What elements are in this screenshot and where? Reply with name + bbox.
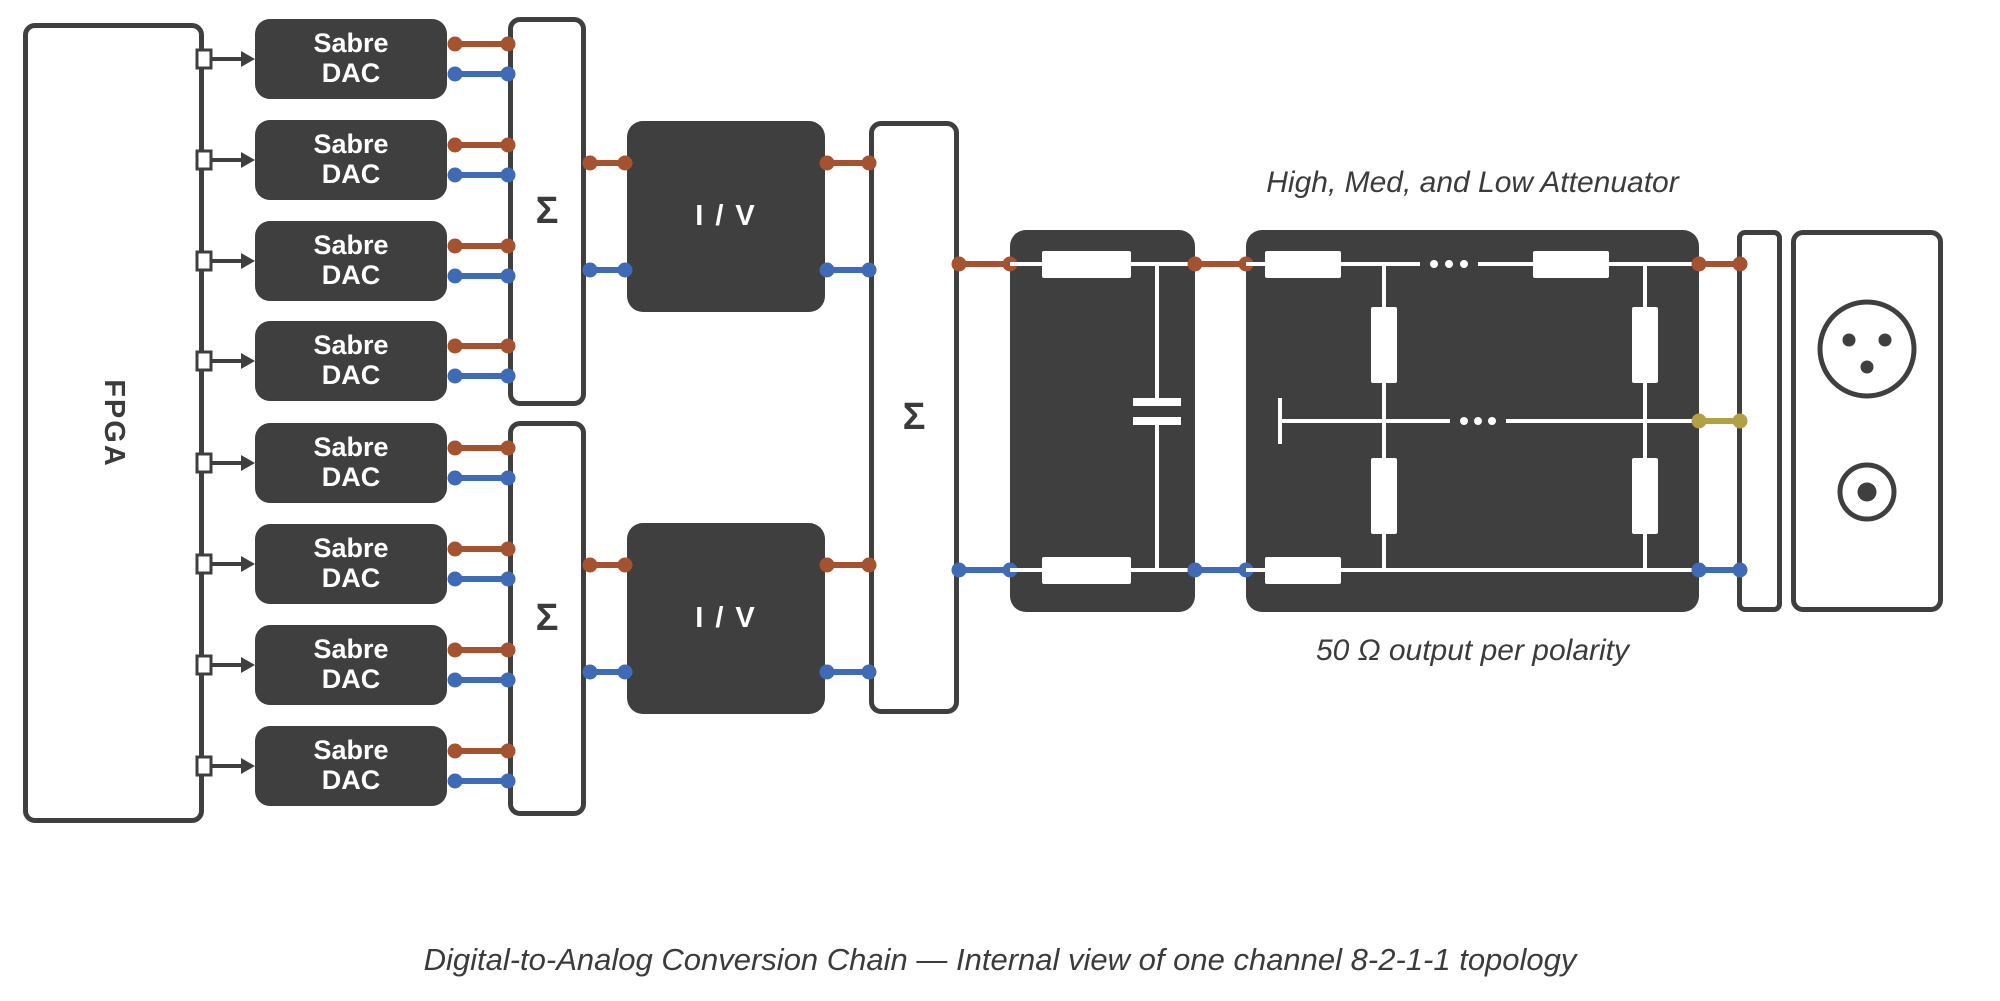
dac-label-line2: DAC bbox=[321, 462, 381, 492]
sigma-symbol: Σ bbox=[535, 190, 559, 232]
iv-converter-bottom: I / V bbox=[627, 523, 825, 714]
summing-node-main: Σ bbox=[869, 121, 959, 714]
dac-label-line1: Sabre bbox=[313, 28, 389, 59]
sigma-symbol: Σ bbox=[902, 396, 926, 438]
iv-converter-top: I / V bbox=[627, 121, 825, 312]
sum-to-filter-wires bbox=[951, 256, 1018, 578]
dac-label-line2: DAC bbox=[321, 58, 381, 88]
attenuator-title: High, Med, and Low Attenuator bbox=[1266, 166, 1679, 199]
dac-label-line2: DAC bbox=[321, 765, 381, 795]
diagram-caption: Digital-to-Analog Conversion Chain — Int… bbox=[423, 942, 1577, 977]
rc-filter-block bbox=[1010, 230, 1195, 612]
filter-to-attenuator-wires bbox=[1187, 256, 1254, 578]
dac-label-line2: DAC bbox=[321, 664, 381, 694]
summing-node-bottom: Σ bbox=[508, 421, 586, 816]
dac-label-line1: Sabre bbox=[313, 735, 389, 766]
dac-label-line1: Sabre bbox=[313, 634, 389, 665]
iv-label: I / V bbox=[695, 200, 757, 232]
dac-output-wires bbox=[447, 36, 516, 789]
dac-label-line2: DAC bbox=[321, 360, 381, 390]
fpga-block: FPGA bbox=[23, 23, 204, 823]
output-impedance-note: 50 Ω output per polarity bbox=[1315, 634, 1629, 667]
sigma-symbol: Σ bbox=[535, 597, 559, 639]
output-connector-panel bbox=[1791, 230, 1943, 612]
iv-to-sum-wires bbox=[819, 155, 877, 680]
summing-node-top: Σ bbox=[508, 17, 586, 406]
attenuator-block bbox=[1246, 230, 1699, 612]
fpga-label: FPGA bbox=[98, 378, 130, 468]
dac-label-line2: DAC bbox=[321, 260, 381, 290]
dac-label-line1: Sabre bbox=[313, 230, 389, 261]
dac-label-line2: DAC bbox=[321, 159, 381, 189]
dac-label-line1: Sabre bbox=[313, 129, 389, 160]
dac-label-line1: Sabre bbox=[313, 432, 389, 463]
dac-label-line1: Sabre bbox=[313, 533, 389, 564]
iv-label: I / V bbox=[695, 602, 757, 634]
dac-label-line2: DAC bbox=[321, 563, 381, 593]
fpga-dac-links bbox=[195, 48, 255, 777]
output-terminal-strip bbox=[1737, 230, 1782, 612]
sum-to-iv-wires bbox=[582, 155, 633, 680]
dac-label-line1: Sabre bbox=[313, 330, 389, 361]
